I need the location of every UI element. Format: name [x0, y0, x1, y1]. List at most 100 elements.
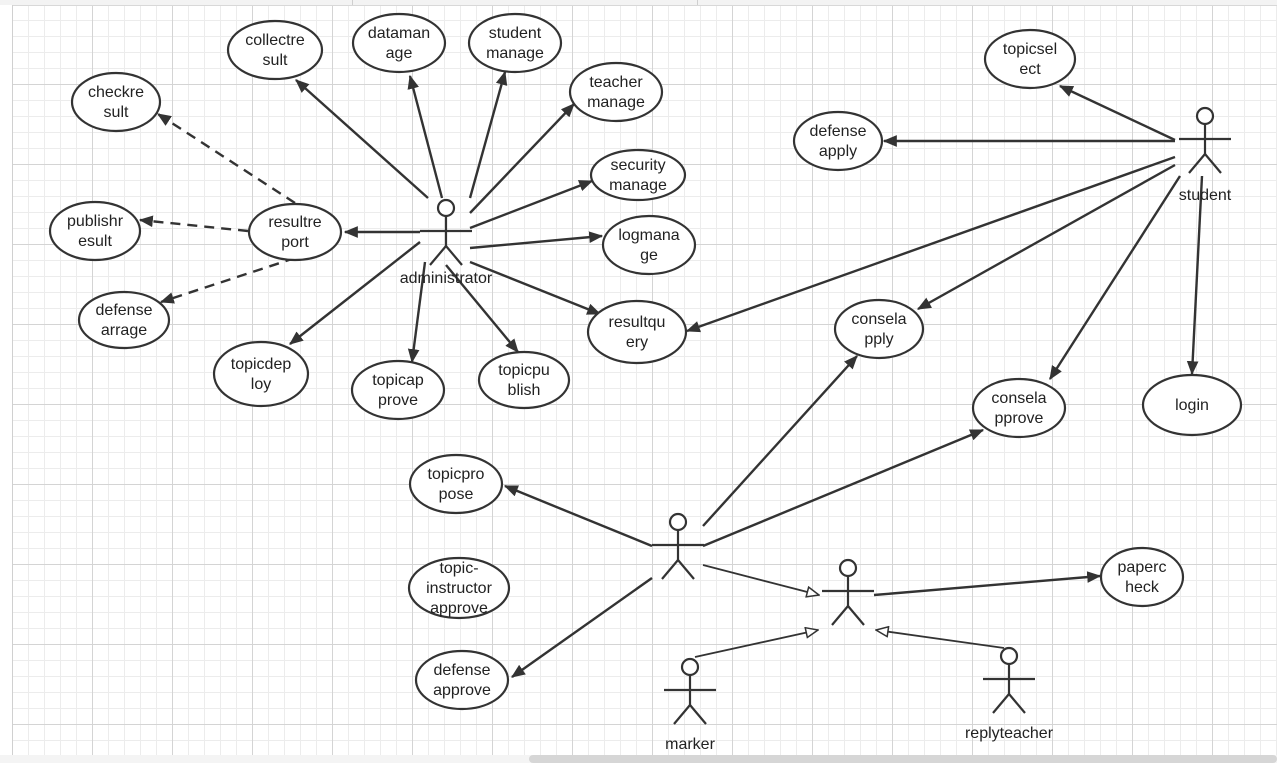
actor-head	[1195, 106, 1215, 126]
actor-administrator[interactable]: administrator	[400, 198, 493, 287]
use-case-label: esult	[78, 233, 112, 250]
association-student-conselapprove	[1048, 175, 1182, 380]
actor-teacher[interactable]	[652, 512, 704, 580]
use-case-label: logmana	[618, 227, 679, 244]
actor-judge[interactable]	[822, 558, 874, 626]
use-case-label: publishr	[67, 213, 124, 230]
actor-body-part	[689, 704, 707, 725]
association-administrator-resultquery	[469, 260, 602, 316]
use-case-label: heck	[1125, 579, 1160, 596]
use-case-label: consela	[991, 390, 1046, 407]
use-case-ellipse	[601, 214, 697, 276]
actor-body-part	[1008, 693, 1026, 714]
association-student-resultquery	[685, 155, 1176, 333]
use-case-ellipse	[351, 12, 447, 74]
association-student-conselapply	[916, 163, 1176, 311]
use-case-label: loy	[251, 376, 271, 393]
actor-body-part	[673, 704, 691, 725]
use-case-label: sult	[263, 52, 288, 69]
use-case-label: ery	[626, 334, 648, 351]
use-case-login[interactable]: login	[1141, 373, 1243, 437]
use-case-publishresult[interactable]: publishr esult	[48, 200, 142, 262]
use-case-label: topicpro	[428, 466, 485, 483]
use-case-label: topicpu	[498, 362, 550, 379]
actor-head	[668, 512, 688, 532]
actor-body-part	[1204, 153, 1222, 174]
actor-body-part	[847, 605, 865, 626]
generalization-teacher-judge	[702, 564, 819, 595]
use-case-ellipse	[477, 350, 571, 410]
use-case-label: topic-	[439, 560, 478, 577]
actor-body-part	[992, 693, 1010, 714]
actor-head	[436, 198, 456, 218]
actor-student[interactable]: student	[1179, 106, 1232, 204]
actor-marker[interactable]: marker	[664, 657, 716, 753]
use-case-ellipse	[226, 19, 324, 81]
association-administrator-teachermanage	[469, 103, 575, 214]
use-case-ellipse	[70, 71, 162, 133]
use-case-label: manage	[587, 94, 645, 111]
use-case-label: approve	[433, 682, 491, 699]
association-administrator-topicdeploy	[289, 241, 421, 345]
use-case-ellipse	[792, 110, 884, 172]
use-case-label: collectre	[245, 32, 305, 49]
association-administrator-topicpublish	[445, 264, 519, 353]
use-case-collectresult[interactable]: collectre sult	[226, 19, 324, 81]
use-case-ellipse	[48, 200, 142, 262]
association-teacher-defenseapprove	[511, 577, 653, 678]
actor-body-part	[1188, 153, 1206, 174]
dependency-resultreport-checkresult	[157, 112, 296, 205]
actor-head	[838, 558, 858, 578]
use-case-label: dataman	[368, 25, 430, 42]
use-case-label: instructor	[426, 580, 492, 597]
use-case-defensearrage[interactable]: defense arrage	[77, 290, 171, 350]
actor-label: replyteacher	[965, 725, 1054, 742]
association-administrator-studentmanage	[468, 70, 508, 199]
use-case-label: paperc	[1118, 559, 1167, 576]
use-case-label: prove	[378, 392, 418, 409]
association-judge-papercheck	[873, 571, 1102, 597]
use-case-label: approve	[430, 600, 488, 617]
use-case-label: topicsel	[1003, 41, 1057, 58]
use-case-label: arrage	[101, 322, 147, 339]
use-case-ellipse	[467, 12, 563, 74]
use-case-papercheck[interactable]: paperc heck	[1099, 546, 1185, 608]
actor-body-part	[677, 559, 695, 580]
association-administrator-collectresult	[295, 79, 429, 199]
use-case-label: ge	[640, 247, 658, 264]
use-case-label: apply	[819, 143, 857, 160]
horizontal-scrollbar-thumb[interactable]	[529, 755, 1277, 763]
use-case-ellipse	[589, 148, 687, 202]
actor-replyteacher[interactable]: replyteacher	[965, 646, 1054, 742]
association-teacher-conselapprove	[702, 428, 985, 548]
use-case-label: defense	[96, 302, 153, 319]
association-administrator-securitymanage	[469, 179, 594, 230]
use-case-label: manage	[486, 45, 544, 62]
use-case-ellipse	[1099, 546, 1185, 608]
use-case-logmanage[interactable]: logmana ge	[601, 214, 697, 276]
dependency-resultreport-publishresult	[138, 215, 249, 233]
association-student-login	[1186, 175, 1204, 376]
use-case-ellipse	[971, 377, 1067, 439]
use-case-topicinstructorapprove[interactable]: topic-instructor approve	[407, 556, 511, 620]
actor-body-part	[831, 605, 849, 626]
use-case-ellipse	[212, 340, 310, 408]
association-teacher-conselapply	[702, 355, 858, 527]
